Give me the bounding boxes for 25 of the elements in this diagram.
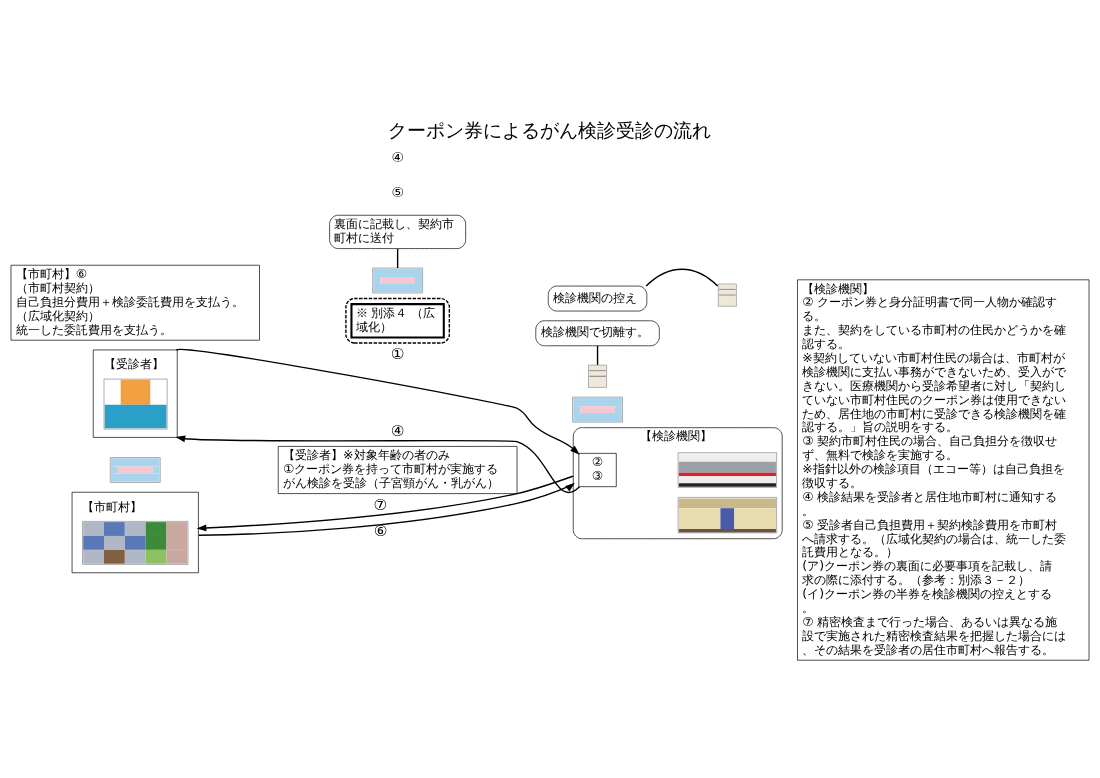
edge-label: ⑥ xyxy=(373,521,388,540)
edge-label: ① xyxy=(390,344,405,363)
cluster xyxy=(345,297,451,344)
diagram-title: クーポン券によるがん検診受診の流れ xyxy=(388,118,712,142)
arrow xyxy=(198,482,575,536)
node-box: ※ 別添４ （広域化） xyxy=(350,302,445,338)
node-box: 検診機関の控え xyxy=(547,285,648,311)
arrow xyxy=(175,348,580,455)
node-box: 裏面に記載し、契約市町村に送付 xyxy=(329,214,466,249)
connector xyxy=(645,268,719,287)
label: ④ xyxy=(391,148,404,165)
node-box: 【市町村】 xyxy=(71,491,199,573)
connector xyxy=(396,247,399,269)
connector xyxy=(596,344,599,366)
node-box: 【受診者】 xyxy=(92,349,178,438)
node-box: ② ③ xyxy=(578,452,617,487)
edge-label: ⑦ xyxy=(373,495,388,514)
node-box: 【市町村】⑥ （市町村契約） 自己負担分費用＋検診委託費用を支払う。 （広域化契約） 統一した委託費用を支払う。 xyxy=(10,264,260,341)
label: ⑤ xyxy=(391,183,404,200)
node-box: 【検診機関】 ② クーポン券と身分証明書で同一人物か確認する。 また、契約をしている市町村の住民かどうかを確認する。 ※契約していない市町村住民の場合は、市町村が検診機関に支払い事務ができないため、受入ができない。医療機関から受診希望者に対し「契約していない市町村住民のクーポン券は使用できないため、居住地の市町村に受診できる検診機関を確認する。」旨の説明をする。 ③ 契約市町村住民の場合、自己負担分を徴収せず、無料で検診を実施する。 ※指針以外の検診項目（エコー等）は自己負担を徴収する。 ④ 検診結果を受診者と居住地市町村に通知する。 ⑤ 受診者自己負担費用＋契約検診費用を市町村へ請求する。（広域化契約の場合は、統一した委託費用となる。） (ア)クーポン券の裏面に必要事項を記載し、請求の際に添付する。（参考：別添３－２） (イ)クーポン券の半券を検診機関の控えとする。 ⑦ 精密検査まで行った場合、あるいは異なる施設で実施された精密検査結果を把握した場合には、その結果を受診者の居住市町村へ報告する。 xyxy=(797,278,1090,661)
arrow xyxy=(175,434,581,493)
arrow xyxy=(196,474,574,531)
node-box: 検診機関で切離す。 xyxy=(535,319,660,346)
edge-label: ④ xyxy=(390,421,405,440)
node-box: 【受診者】※対象年齢の者のみ ①クーポン券を持って市町村が実施するがん検診を受診（子宮頸がん・乳がん） xyxy=(277,445,518,494)
